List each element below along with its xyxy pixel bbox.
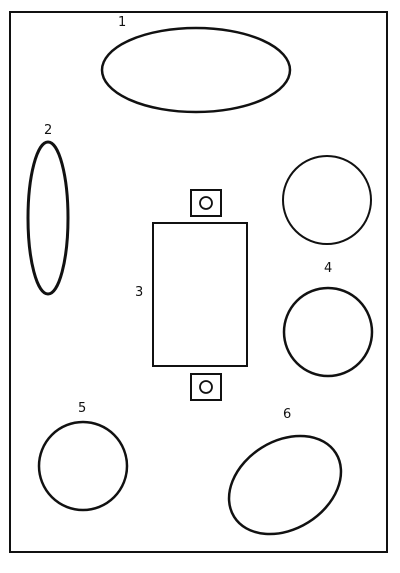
top-tab-box bbox=[190, 189, 222, 217]
label-1: 1 bbox=[118, 15, 126, 30]
page-frame bbox=[9, 11, 388, 553]
top-tab-circle bbox=[199, 196, 213, 210]
label-2: 2 bbox=[44, 123, 52, 138]
bottom-tab-box bbox=[190, 373, 222, 401]
label-4: 4 bbox=[324, 261, 332, 276]
oval-shape-1 bbox=[100, 26, 292, 114]
bottom-tab-circle bbox=[199, 380, 213, 394]
circle-shape-5 bbox=[37, 420, 129, 512]
label-5: 5 bbox=[78, 401, 86, 416]
label-6: 6 bbox=[283, 407, 291, 422]
label-3: 3 bbox=[135, 285, 143, 300]
circle-shape-4-lower bbox=[282, 286, 374, 378]
oval-shape-6 bbox=[227, 434, 343, 536]
oval-shape-2 bbox=[26, 140, 70, 296]
rectangle-shape-3 bbox=[152, 222, 248, 367]
circle-shape-4-upper bbox=[282, 155, 372, 245]
